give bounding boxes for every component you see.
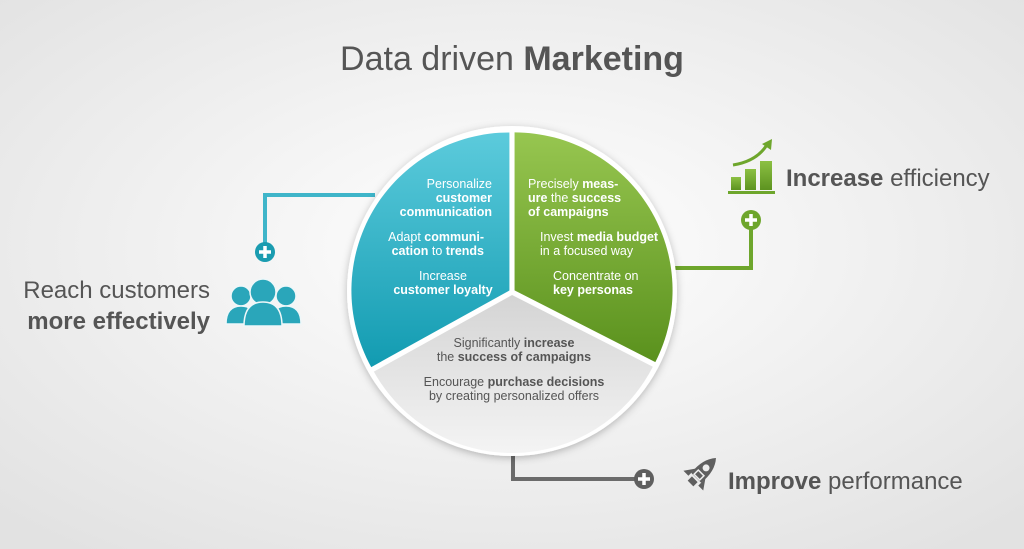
segment-text-part: customer loyalty: [393, 283, 492, 297]
segment-text-part: Adapt: [388, 230, 424, 244]
segment-text-line: by creating personalized offers: [429, 389, 599, 403]
segment-text-line: in a focused way: [540, 244, 634, 258]
segment-gray[interactable]: [373, 294, 653, 453]
segment-text-part: success of campaigns: [458, 350, 591, 364]
rocket-icon: [683, 458, 716, 491]
segment-text-part: key personas: [553, 283, 633, 297]
people-icon: [225, 278, 302, 327]
performance-bold: Improve: [728, 468, 821, 495]
efficiency-label: Increase efficiency: [786, 165, 990, 192]
efficiency-rest: efficiency: [883, 165, 989, 192]
segment-text-part: ure: [528, 191, 548, 205]
segment-text-line: of campaigns: [528, 205, 609, 219]
segment-text-line: Adapt communi-: [388, 230, 484, 244]
reach-line1: Reach customers: [23, 277, 210, 304]
segment-text-line: customer loyalty: [393, 283, 492, 297]
connector-gray: [511, 445, 636, 481]
plus-icon-teal[interactable]: [255, 242, 275, 262]
plus-icon-green[interactable]: [741, 210, 761, 230]
connector-teal: [263, 193, 375, 245]
segment-text-part: cation: [392, 244, 429, 258]
segment-green[interactable]: [514, 132, 673, 363]
segment-text-part: Precisely: [528, 177, 582, 191]
segment-text-part: the: [547, 191, 571, 205]
segment-text-line: customer: [436, 191, 492, 205]
performance-rest: performance: [821, 468, 962, 495]
segment-text-line: cation to trends: [392, 244, 484, 258]
segment-text-line: Significantly increase: [454, 336, 575, 350]
reach-line2: more effectively: [27, 308, 210, 335]
segment-text-part: Increase: [419, 269, 467, 283]
connector-green: [672, 228, 753, 270]
segment-text-part: communi-: [424, 230, 484, 244]
segment-text-part: increase: [524, 336, 575, 350]
performance-label: Improve performance: [728, 468, 963, 495]
segment-text-line: key personas: [553, 283, 633, 297]
segment-text-line: ure the success: [528, 191, 621, 205]
segment-text-part: Significantly: [454, 336, 524, 350]
segment-text-part: to: [428, 244, 445, 258]
segment-text-part: the: [437, 350, 458, 364]
segment-text-part: communication: [400, 205, 492, 219]
segment-text-part: meas-: [582, 177, 618, 191]
segment-text-part: Invest: [540, 230, 577, 244]
page-title: Data driven Marketing: [340, 40, 684, 78]
segment-text-line: Concentrate on: [553, 269, 639, 283]
segment-text-part: trends: [446, 244, 484, 258]
plus-icon-gray[interactable]: [634, 469, 654, 489]
segment-teal[interactable]: [351, 132, 510, 368]
segment-text-part: Encourage: [424, 375, 488, 389]
segment-text-line: Precisely meas-: [528, 177, 618, 191]
segment-text-part: success: [572, 191, 621, 205]
segment-text-part: Personalize: [427, 177, 492, 191]
bar-chart-growth-icon: [728, 139, 775, 194]
segment-text-part: Concentrate on: [553, 269, 639, 283]
title-part: Marketing: [523, 40, 684, 78]
efficiency-bold: Increase: [786, 165, 883, 192]
segment-text-line: Invest media budget: [540, 230, 659, 244]
segment-text-line: communication: [400, 205, 492, 219]
segment-text-line: Increase: [419, 269, 467, 283]
segment-text-part: customer: [436, 191, 492, 205]
segment-text-line: Personalize: [427, 177, 492, 191]
segment-text-line: Encourage purchase decisions: [424, 375, 605, 389]
segment-text-part: by creating personalized offers: [429, 389, 599, 403]
segment-text-line: the success of campaigns: [437, 350, 591, 364]
segment-text-part: purchase decisions: [488, 375, 605, 389]
segment-text-part: of campaigns: [528, 205, 609, 219]
segment-text-part: in a focused way: [540, 244, 634, 258]
title-part: Data driven: [340, 40, 523, 78]
segment-text-part: media budget: [577, 230, 659, 244]
